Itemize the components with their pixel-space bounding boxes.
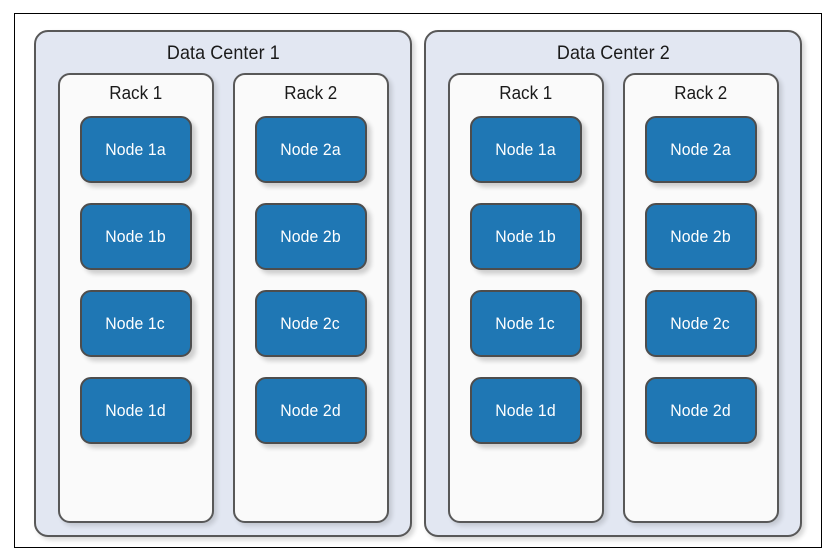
- node-label: Node 1d: [495, 400, 556, 420]
- node-box[interactable]: Node 1a: [79, 116, 192, 183]
- rack-row: Rack 1 Node 1a Node 1b Node 1c Node 1d: [447, 73, 779, 523]
- node-label: Node 2a: [670, 139, 731, 159]
- datacenter-group-2[interactable]: Data Center 2 Rack 1 Node 1a Node 1b Nod…: [424, 30, 802, 537]
- rack-title: Rack 2: [284, 82, 337, 103]
- node-box[interactable]: Node 2a: [644, 116, 757, 183]
- node-stack: Node 2a Node 2b Node 2c Node 2d: [644, 116, 757, 463]
- node-box[interactable]: Node 2b: [644, 203, 757, 270]
- datacenter-group-1[interactable]: Data Center 1 Rack 1 Node 1a Node 1b Nod…: [34, 30, 412, 537]
- node-label: Node 1b: [105, 226, 166, 246]
- node-box[interactable]: Node 2b: [254, 203, 367, 270]
- datacenter-row: Data Center 1 Rack 1 Node 1a Node 1b Nod…: [14, 13, 822, 548]
- node-label: Node 1d: [105, 400, 166, 420]
- node-label: Node 1a: [495, 139, 556, 159]
- rack-group-2[interactable]: Rack 2 Node 2a Node 2b Node 2c Node 2d: [622, 73, 779, 523]
- datacenter-title: Data Center 1: [166, 42, 280, 64]
- node-label: Node 1c: [105, 313, 166, 333]
- node-box[interactable]: Node 1c: [79, 290, 192, 357]
- node-label: Node 2d: [280, 400, 341, 420]
- node-label: Node 2d: [670, 400, 731, 420]
- rack-group-1[interactable]: Rack 1 Node 1a Node 1b Node 1c Node 1d: [57, 73, 214, 523]
- node-label: Node 1c: [495, 313, 556, 333]
- node-label: Node 2a: [280, 139, 341, 159]
- rack-group-1[interactable]: Rack 1 Node 1a Node 1b Node 1c Node 1d: [447, 73, 604, 523]
- node-label: Node 2b: [670, 226, 731, 246]
- node-box[interactable]: Node 1b: [469, 203, 582, 270]
- node-label: Node 1b: [495, 226, 556, 246]
- node-box[interactable]: Node 1d: [79, 377, 192, 444]
- rack-title: Rack 2: [674, 82, 727, 103]
- node-box[interactable]: Node 1c: [469, 290, 582, 357]
- node-label: Node 2c: [280, 313, 341, 333]
- node-box[interactable]: Node 1b: [79, 203, 192, 270]
- datacenter-title: Data Center 2: [556, 42, 670, 64]
- node-stack: Node 1a Node 1b Node 1c Node 1d: [469, 116, 582, 463]
- node-label: Node 1a: [105, 139, 166, 159]
- rack-group-2[interactable]: Rack 2 Node 2a Node 2b Node 2c Node 2d: [232, 73, 389, 523]
- node-label: Node 2c: [670, 313, 731, 333]
- rack-title: Rack 1: [109, 82, 162, 103]
- node-box[interactable]: Node 2c: [254, 290, 367, 357]
- node-box[interactable]: Node 1a: [469, 116, 582, 183]
- node-box[interactable]: Node 1d: [469, 377, 582, 444]
- node-box[interactable]: Node 2c: [644, 290, 757, 357]
- node-label: Node 2b: [280, 226, 341, 246]
- node-box[interactable]: Node 2d: [644, 377, 757, 444]
- node-stack: Node 1a Node 1b Node 1c Node 1d: [79, 116, 192, 463]
- node-box[interactable]: Node 2d: [254, 377, 367, 444]
- rack-row: Rack 1 Node 1a Node 1b Node 1c Node 1d: [57, 73, 389, 523]
- node-box[interactable]: Node 2a: [254, 116, 367, 183]
- node-stack: Node 2a Node 2b Node 2c Node 2d: [254, 116, 367, 463]
- rack-title: Rack 1: [499, 82, 552, 103]
